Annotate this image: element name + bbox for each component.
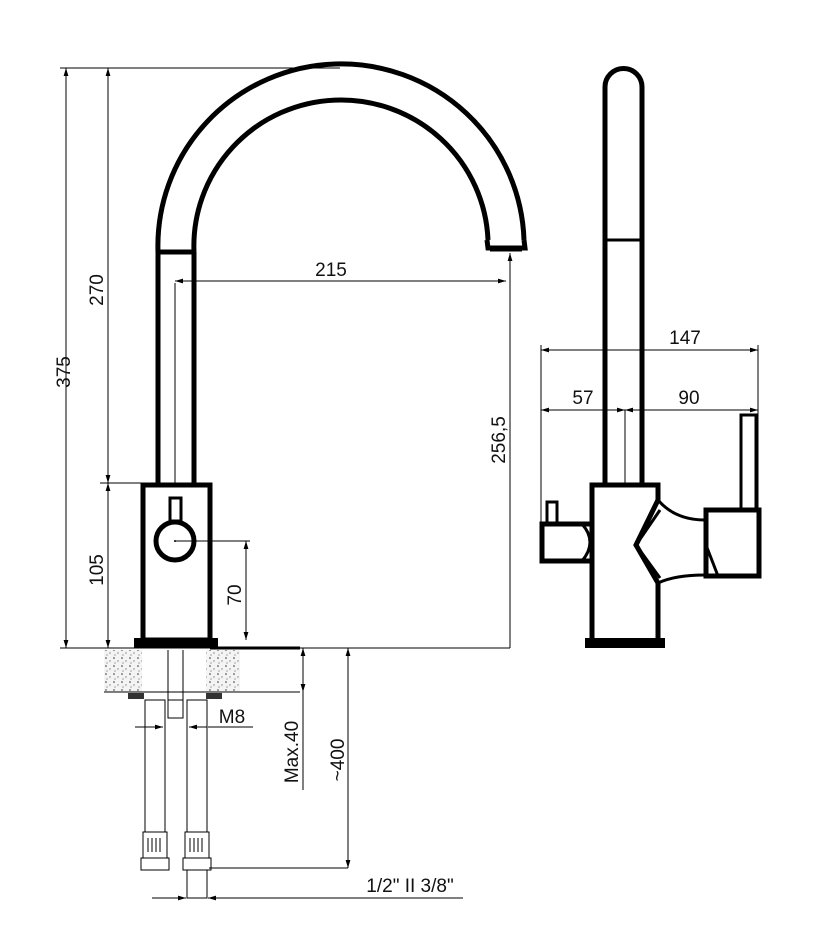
- dim-left-width: 57: [572, 388, 593, 409]
- dim-connection: 1/2" II 3/8": [366, 876, 453, 897]
- dim-body-height: 105: [87, 554, 108, 586]
- faucet-body: [134, 482, 300, 650]
- countertop: [104, 650, 300, 699]
- dim-spout-height: 270: [87, 274, 108, 306]
- front-view: 375 270 105 70 215 256,5 M8 Max.40 ~400 …: [54, 61, 528, 901]
- dim-spout-clearance: 256,5: [489, 416, 510, 464]
- dim-right-width: 90: [678, 388, 699, 409]
- spout: [155, 61, 528, 483]
- dimension-lines: [60, 67, 513, 901]
- dim-hose-length: ~400: [328, 739, 349, 782]
- side-view: 147 57 90: [539, 66, 762, 648]
- dim-thread: M8: [219, 707, 245, 728]
- dim-max-counter: Max.40: [282, 721, 303, 783]
- mounting-stud: [167, 650, 184, 719]
- hoses: [140, 699, 212, 899]
- dim-total-height: 375: [54, 356, 75, 388]
- dim-spout-reach: 215: [315, 260, 347, 281]
- handle: [153, 496, 197, 563]
- dim-total-width: 147: [669, 328, 701, 349]
- dim-handle-height: 70: [225, 584, 246, 605]
